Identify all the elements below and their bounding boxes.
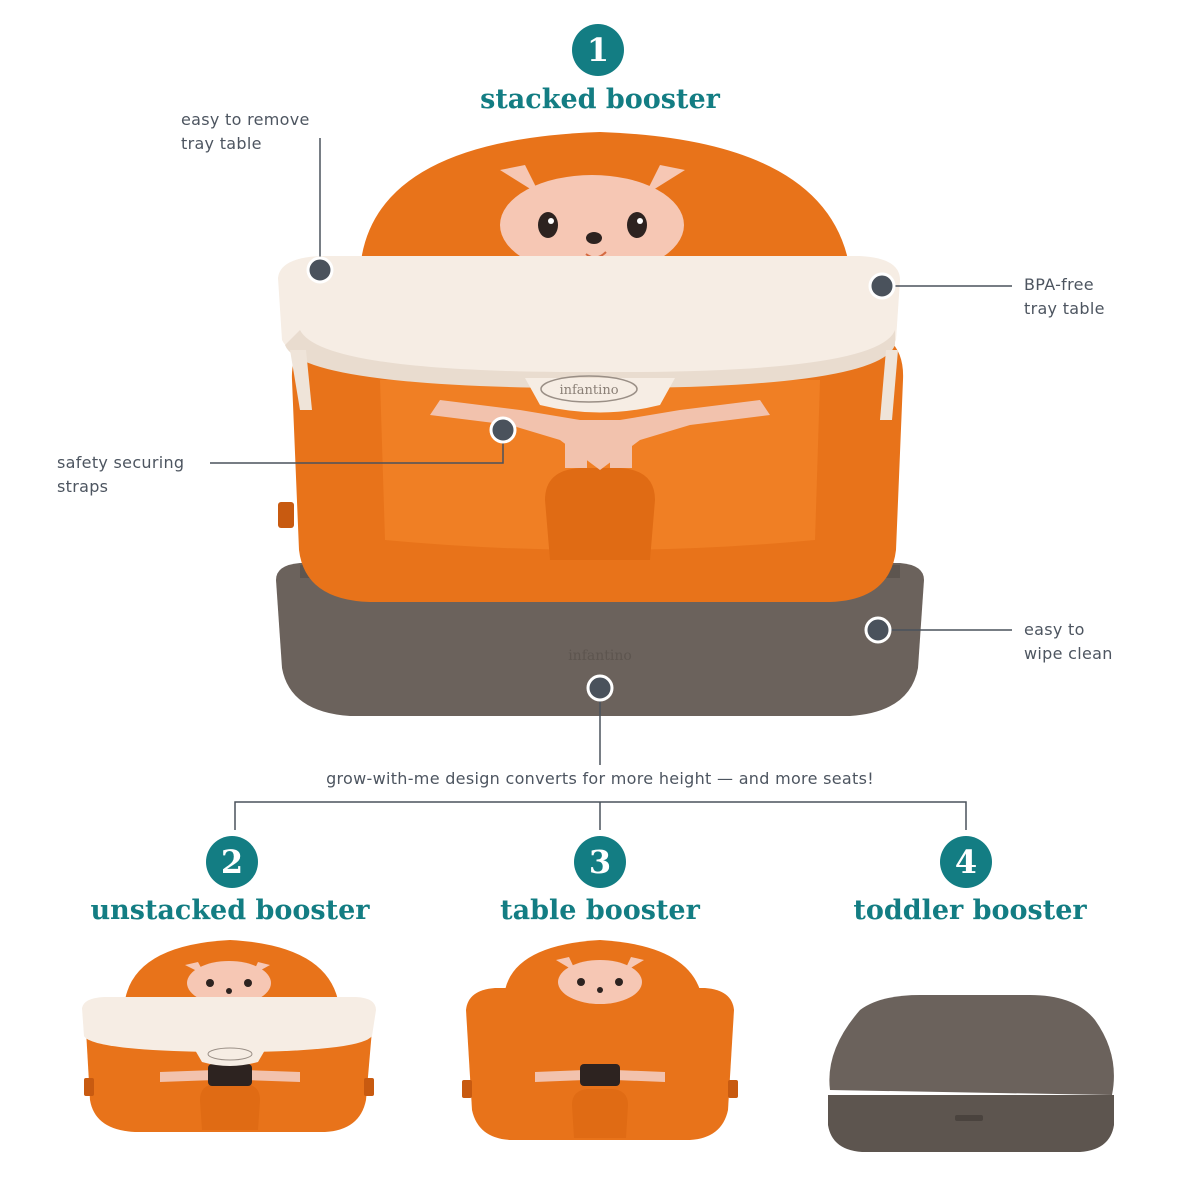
stacked-booster-illustration: infantino infantino bbox=[276, 132, 924, 716]
tray-brand-logo: infantino bbox=[559, 383, 618, 398]
mode-title-unstacked: unstacked booster bbox=[90, 895, 370, 926]
callout-straps-line-2: straps bbox=[57, 477, 109, 496]
fox-face-icon bbox=[500, 165, 685, 275]
base-brand-logo: infantino bbox=[568, 648, 632, 664]
callout-wipe-clean-line-1: easy to bbox=[1024, 620, 1085, 639]
callout-tray-remove-line-2: tray table bbox=[181, 134, 262, 153]
callout-dot-wipe-clean bbox=[864, 616, 892, 644]
mode-number-badge-3: 3 bbox=[574, 836, 626, 888]
mode-title-toddler: toddler booster bbox=[853, 895, 1087, 926]
converts-caption-text: grow-with-me design converts for more he… bbox=[320, 769, 880, 788]
callout-straps: safety securing straps bbox=[57, 451, 184, 499]
callout-dot-bpa-free bbox=[868, 272, 896, 300]
table-booster-illustration bbox=[462, 940, 738, 1140]
callout-bpa-free-line-2: tray table bbox=[1024, 299, 1105, 318]
callout-dot-tray-remove bbox=[306, 256, 334, 284]
toddler-booster-illustration bbox=[828, 995, 1114, 1152]
callout-bpa-free-line-1: BPA-free bbox=[1024, 275, 1094, 294]
mode-title-stacked: stacked booster bbox=[480, 84, 720, 115]
mode-number-badge-4: 4 bbox=[940, 836, 992, 888]
callout-tray-remove: easy to remove tray table bbox=[181, 108, 310, 156]
callout-wipe-clean-line-2: wipe clean bbox=[1024, 644, 1113, 663]
callout-straps-line-1: safety securing bbox=[57, 453, 185, 472]
mode-number-badge-1: 1 bbox=[572, 24, 624, 76]
callout-tray-remove-line-1: easy to remove bbox=[181, 110, 310, 129]
callout-dots bbox=[306, 256, 896, 702]
callout-dot-converts bbox=[586, 674, 614, 702]
unstacked-booster-illustration bbox=[82, 940, 376, 1132]
callout-wipe-clean: easy to wipe clean bbox=[1024, 618, 1113, 666]
mode-title-table: table booster bbox=[500, 895, 700, 926]
callout-dot-straps bbox=[489, 416, 517, 444]
callout-bpa-free: BPA-free tray table bbox=[1024, 273, 1105, 321]
mode-number-badge-2: 2 bbox=[206, 836, 258, 888]
converts-caption: grow-with-me design converts for more he… bbox=[0, 769, 1200, 788]
tray-table bbox=[278, 256, 900, 380]
